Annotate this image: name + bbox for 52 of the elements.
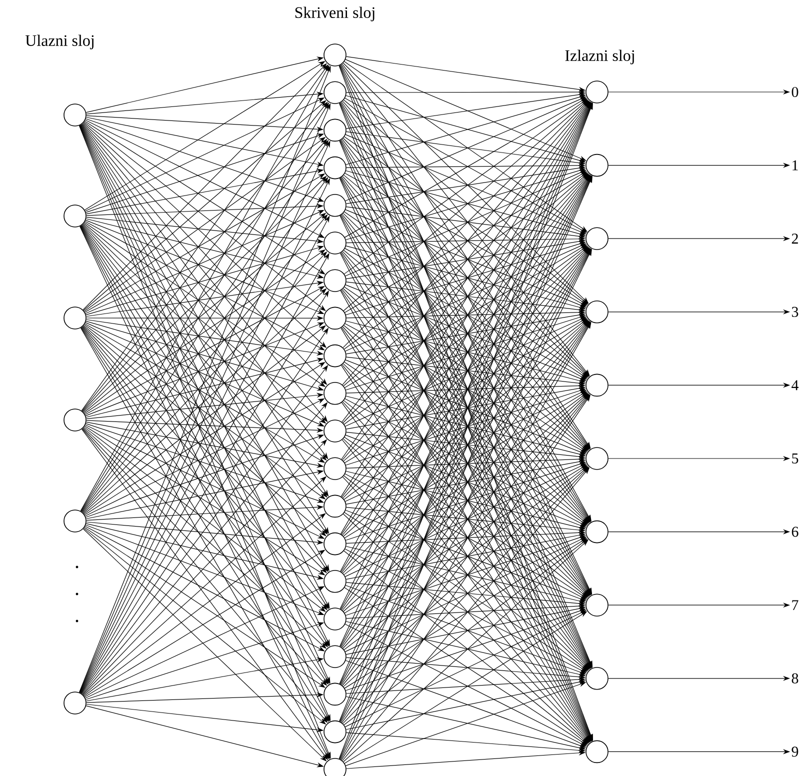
output-label: 2 bbox=[792, 234, 798, 244]
neuron-circle bbox=[324, 420, 346, 442]
output-label: 0 bbox=[792, 86, 798, 98]
neuron-circle bbox=[586, 154, 608, 177]
neuron-circle bbox=[324, 720, 346, 744]
neuron-circle bbox=[586, 447, 608, 470]
neuron-circle bbox=[64, 510, 86, 532]
neuron-circle bbox=[586, 300, 608, 324]
output-label: 3 bbox=[792, 306, 798, 317]
connection-arrow bbox=[344, 538, 588, 726]
neuron-circle bbox=[586, 740, 608, 764]
output-label: 8 bbox=[792, 673, 798, 684]
neuron-circle bbox=[324, 194, 346, 217]
neuron-circle bbox=[586, 667, 608, 690]
output-label: 9 bbox=[792, 746, 798, 757]
neuron-circle bbox=[324, 44, 346, 66]
layer-heading: Ulazni sloj bbox=[25, 34, 94, 50]
output-label: 5 bbox=[792, 454, 798, 464]
neuron-circle bbox=[586, 80, 608, 104]
neuron-circle bbox=[64, 306, 86, 330]
output-label: 7 bbox=[792, 600, 798, 610]
neuron-circle bbox=[324, 118, 346, 142]
neuron-circle bbox=[64, 204, 86, 228]
neuron-circle bbox=[586, 520, 608, 544]
neuron-circle bbox=[324, 608, 346, 630]
neuron-circle bbox=[324, 570, 346, 593]
output-label: 4 bbox=[792, 380, 798, 390]
neuron-circle bbox=[324, 81, 346, 104]
neuron-circle bbox=[64, 408, 86, 432]
neuron-circle bbox=[64, 104, 86, 126]
layer-heading: Skriveni sloj bbox=[295, 6, 374, 22]
neuron-circle bbox=[324, 269, 346, 292]
neuron-circle bbox=[586, 594, 608, 616]
neuron-circle bbox=[586, 374, 608, 397]
neuron-circle bbox=[324, 344, 346, 368]
neuron-circle bbox=[324, 494, 346, 518]
neuron-circle bbox=[324, 232, 346, 254]
layer-heading: Izlazni sloj bbox=[565, 50, 634, 64]
neuron-circle bbox=[324, 382, 346, 405]
output-label: 1 bbox=[792, 160, 798, 170]
neuron-circle bbox=[586, 227, 608, 250]
output-label: 6 bbox=[792, 526, 798, 537]
neuron-circle bbox=[324, 645, 346, 668]
connection-arrow bbox=[342, 62, 589, 304]
neuron-circle bbox=[324, 156, 346, 180]
neuron-circle bbox=[324, 682, 346, 706]
neuron-circle bbox=[64, 692, 86, 714]
connection-arrow bbox=[344, 437, 588, 599]
neuron-circle bbox=[324, 532, 346, 556]
neuron-circle bbox=[324, 457, 346, 480]
connection-arrow bbox=[82, 63, 327, 310]
neuron-circle bbox=[324, 306, 346, 330]
